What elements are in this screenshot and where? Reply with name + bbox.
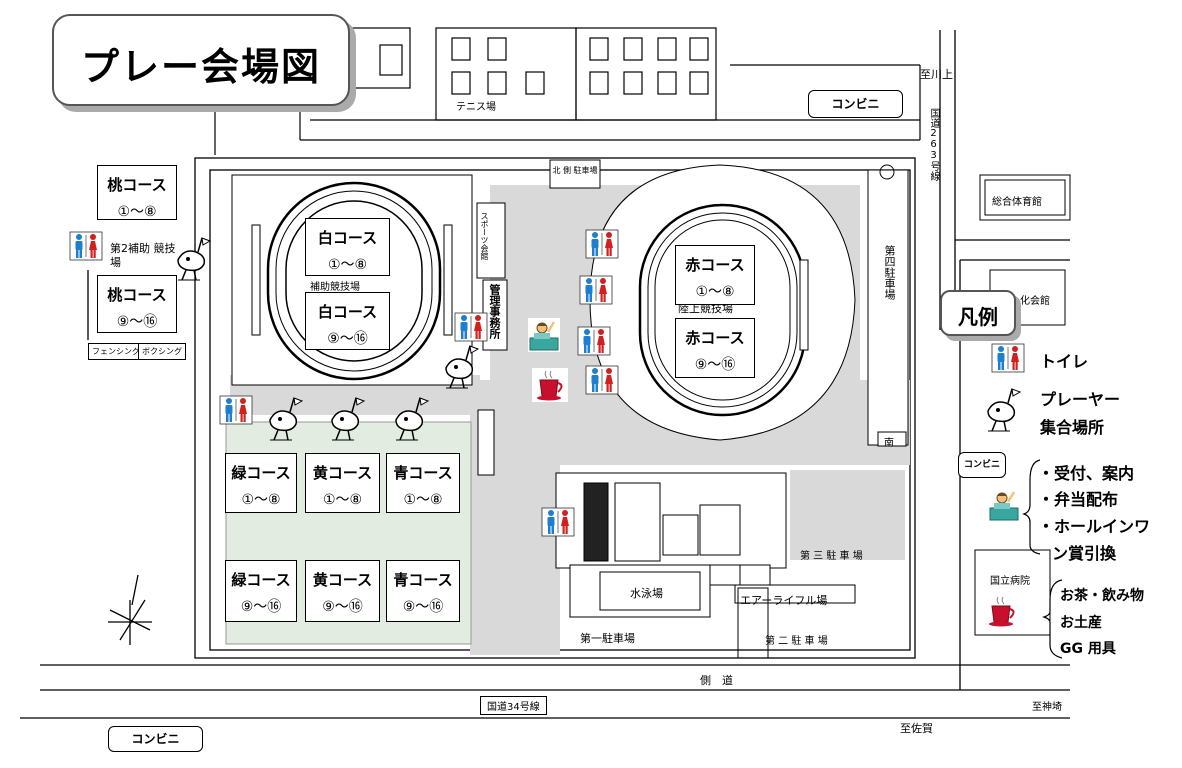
course-range: ①～⑧ [403,492,443,508]
legend-item-holeinone-cont: ン賞引換 [1052,544,1117,563]
course-range: ①～⑧ [241,492,281,508]
legend-item-player: プレーヤー [1040,390,1121,409]
course-ao-1[interactable]: 青コース ①～⑧ [386,453,460,513]
aux-field-label: 補助競技場 [310,282,360,293]
sidewalk-label: 側 道 [700,674,733,687]
legend-item-holeinone: ・ホールインワ [1038,517,1151,536]
store-bottom: コンビニ [108,726,203,752]
first-parking-label: 第一駐車場 [580,632,635,645]
course-range: ①～⑧ [117,204,157,220]
course-shiro-2[interactable]: 白コース ⑨～⑯ [305,292,390,350]
title-box: プレー会場図 [52,14,350,106]
course-momo-1[interactable]: 桃コース ①～⑧ [97,165,177,220]
course-ao-2[interactable]: 青コース ⑨～⑯ [386,560,460,622]
course-range: ⑨～⑯ [402,599,444,615]
south-label: 南 [884,438,894,449]
boxing-label: ボクシング [138,343,186,360]
course-range: ①～⑧ [322,492,363,508]
admin-office-label: 管理事務所 [488,284,501,339]
course-range: ⑨～⑯ [322,599,363,615]
course-shiro-1[interactable]: 白コース ①～⑧ [305,218,390,276]
course-name: 青コース [393,571,453,589]
course-name: 青コース [393,464,453,482]
legend-item-toilet: トイレ [1040,352,1089,371]
course-midori-2[interactable]: 緑コース ⑨～⑯ [225,560,297,622]
course-range: ⑨～⑯ [116,314,158,330]
course-ki-2[interactable]: 黄コース ⑨～⑯ [305,560,380,622]
legend-item-gg-gear: GG 用具 [1060,641,1116,657]
route263-label: 国道263号線 [928,108,939,181]
course-range: ⑨～⑯ [240,599,282,615]
fourth-parking-label: 第四駐車場 [883,245,896,300]
course-name: 黄コース [312,571,373,589]
tennis-label: テニス場 [456,102,496,113]
course-aka-1[interactable]: 赤コース ①～⑧ [675,245,755,305]
sports-office-label: スポーツ会館 [480,212,489,260]
course-midori-1[interactable]: 緑コース ①～⑧ [225,453,297,513]
store-top: コンビニ [808,90,903,118]
second-aux-label: 第2補助 競技場 [110,242,176,269]
legend-item-drinks: お茶・飲み物 [1060,588,1144,604]
course-name: 黄コース [312,464,373,482]
legend-header: 凡例 [958,305,998,329]
gym-label: 総合体育館 [992,197,1042,208]
course-name: 赤コース [685,329,745,347]
store-right: コンビニ [958,452,1006,478]
course-range: ①～⑧ [695,284,735,300]
air-rifle-label: エアーライフル場 [740,594,828,607]
course-name: 赤コース [685,256,745,274]
third-parking-label: 第 三 駐 車 場 [800,551,863,562]
legend-item-lunch: ・弁当配布 [1038,490,1119,509]
course-name: 緑コース [231,464,291,482]
course-name: 桃コース [107,176,167,194]
north-parking-label: 北 側 駐車場 [552,166,598,175]
course-range: ①～⑧ [327,257,368,273]
legend-item-reception: ・受付、案内 [1038,464,1135,483]
legend-header-box: 凡例 [940,290,1016,336]
to-saga-label: 至佐賀 [900,722,933,735]
to-kawakami-label: 至川上 [920,68,953,81]
legend-item-gathering: 集合場所 [1040,418,1105,437]
to-kanzaki-label: 至神埼 [1032,702,1062,713]
course-name: 白コース [317,303,378,321]
athletics-label: 陸上競技場 [678,302,733,315]
hospital-label: 国立病院 [990,576,1030,587]
course-ki-1[interactable]: 黄コース ①～⑧ [305,453,380,513]
course-name: 緑コース [231,571,291,589]
legend-item-souvenir: お土産 [1060,615,1102,631]
course-range: ⑨～⑯ [327,331,368,347]
second-parking-label: 第 二 駐 車 場 [765,636,828,647]
page-title: プレー会場図 [80,45,321,89]
course-range: ⑨～⑯ [694,357,736,373]
course-name: 桃コース [107,286,167,304]
course-aka-2[interactable]: 赤コース ⑨～⑯ [675,318,755,378]
route34-label: 国道34号線 [480,696,547,715]
swimming-label: 水泳場 [630,587,663,600]
course-momo-2[interactable]: 桃コース ⑨～⑯ [97,275,177,333]
fencing-label: フェンシング [88,343,144,360]
course-name: 白コース [317,229,378,247]
culture-hall-label: 化会館 [1020,296,1050,307]
